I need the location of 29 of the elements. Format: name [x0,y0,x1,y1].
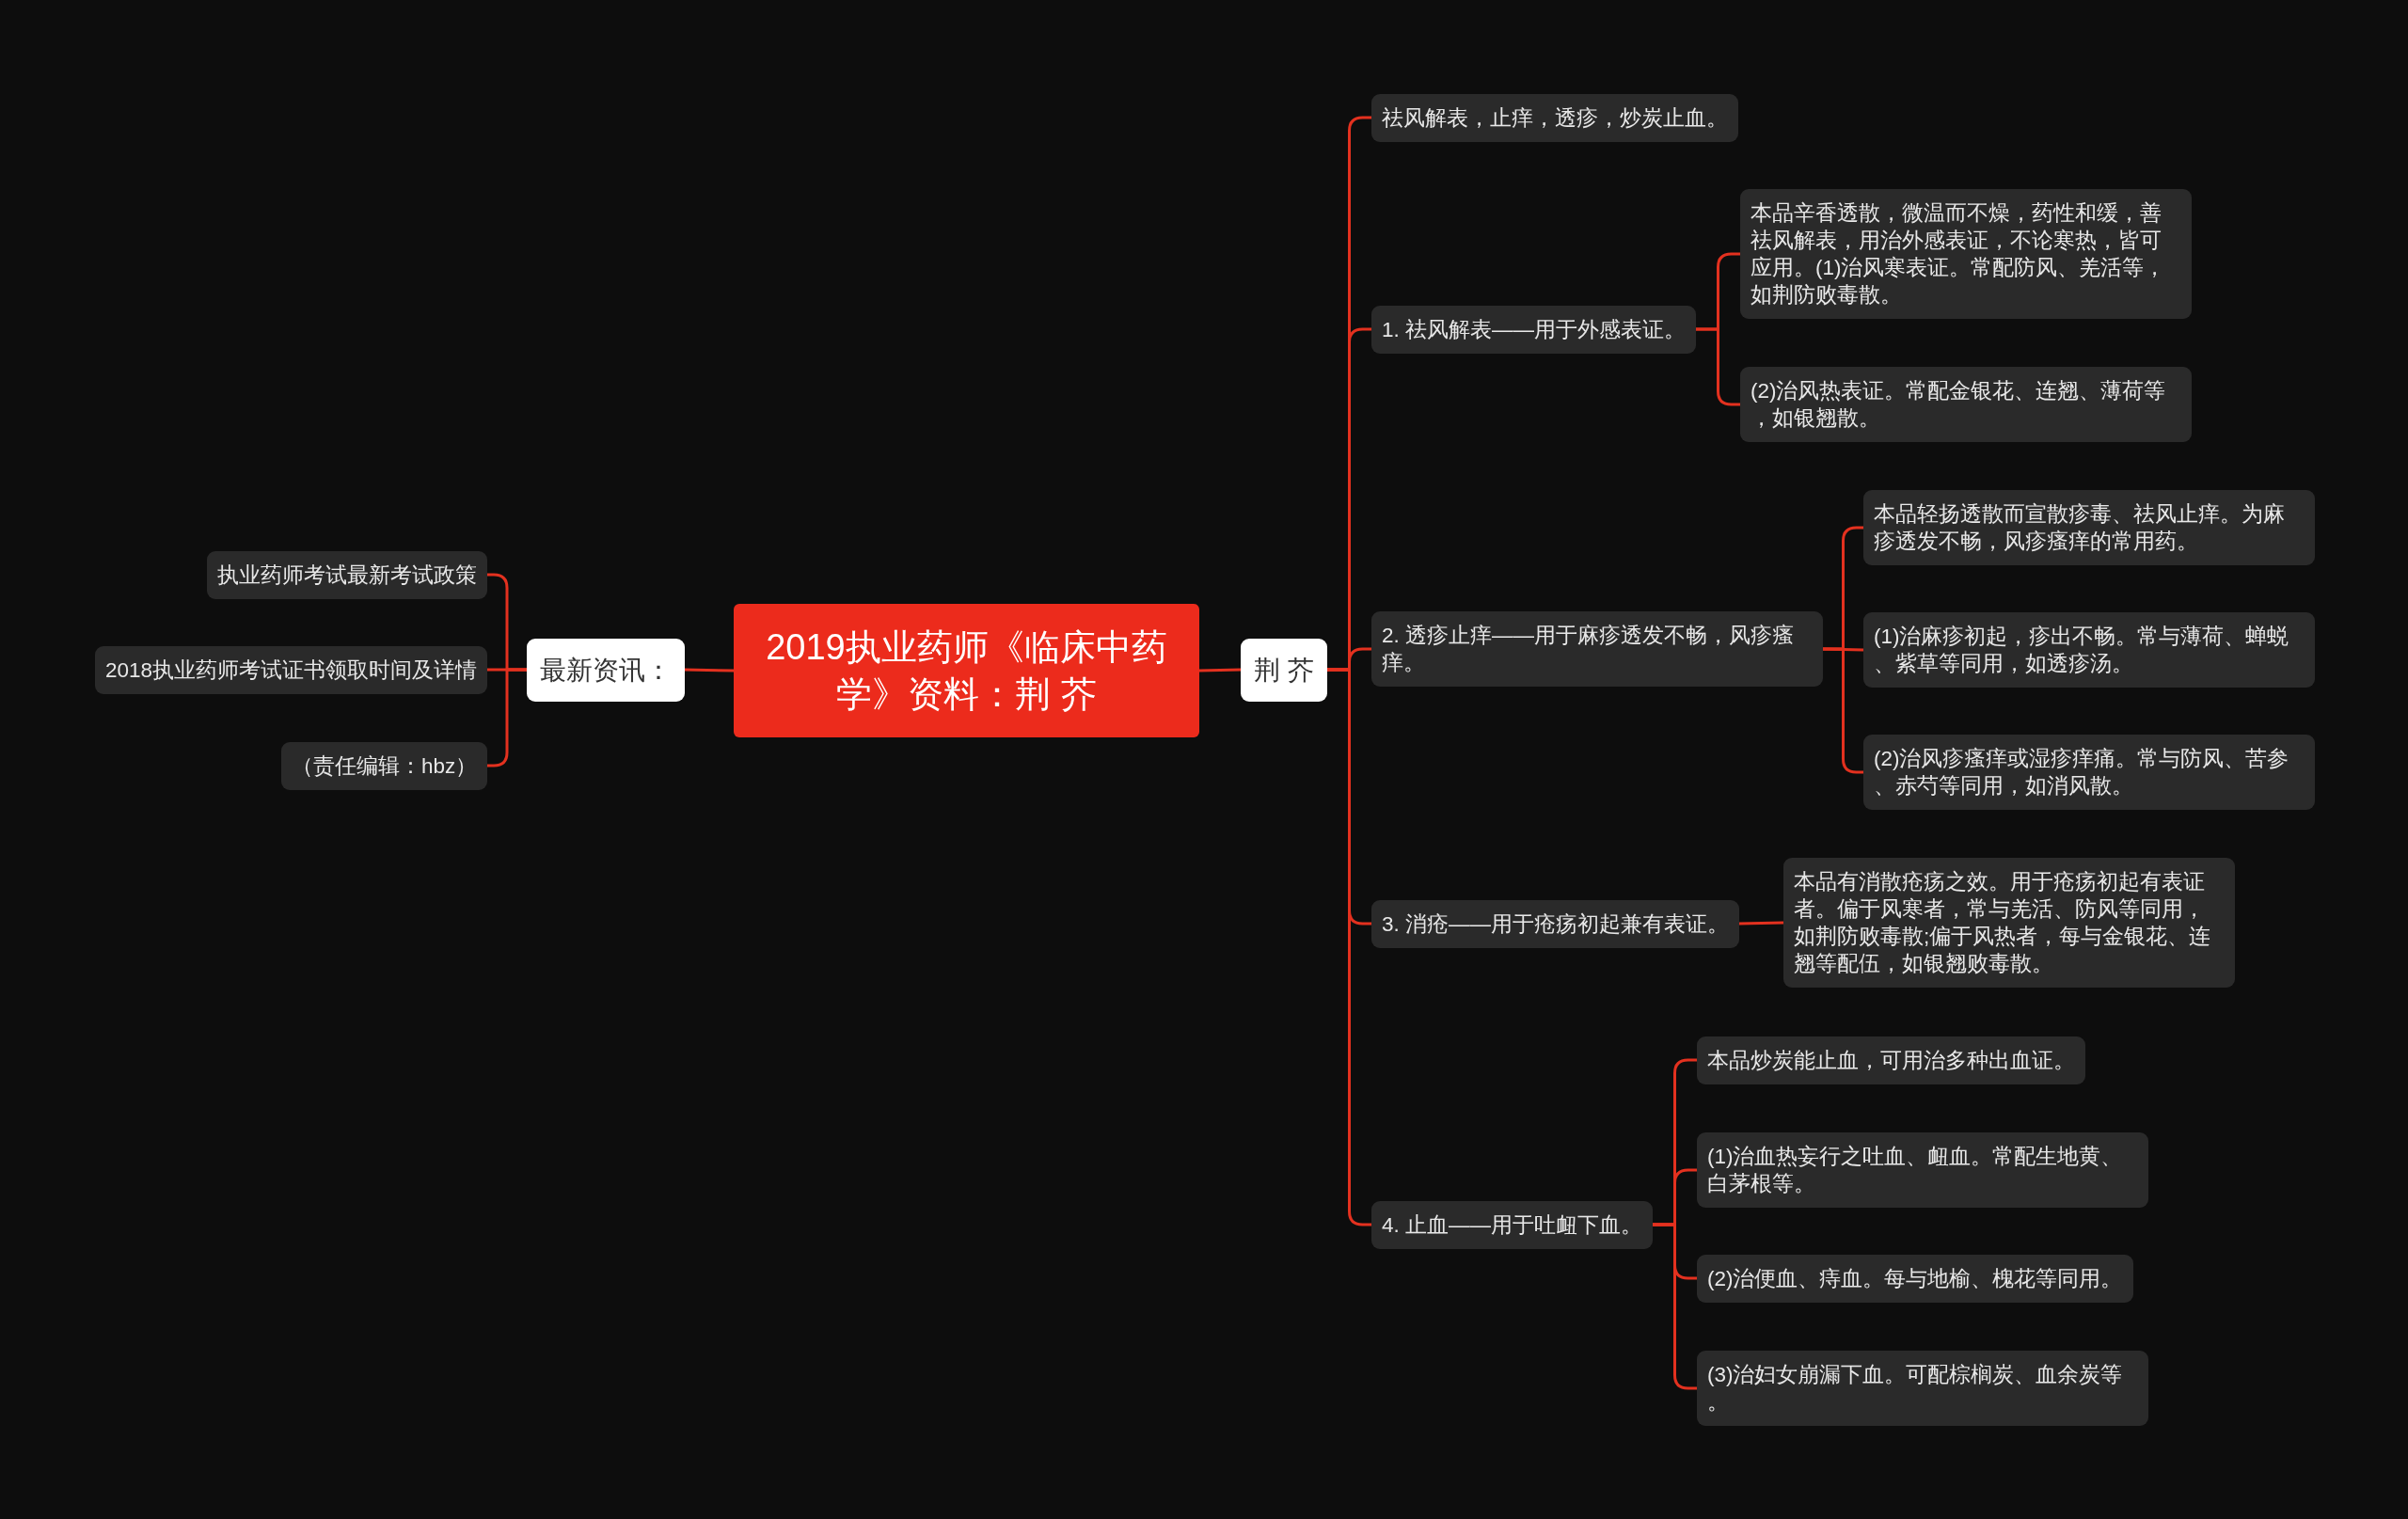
central-topic: 2019执业药师《临床中药学》资料：荆 芥 [734,604,1199,737]
branch-topic: 荆 芥 [1241,638,1327,702]
connector-line [1653,1223,1697,1390]
subtopic-box: 执业药师考试最新考试政策 [207,550,487,599]
subtopic-box: 1. 祛风解表——用于外感表证。 [1371,305,1697,354]
branch-topic: 最新资讯： [527,638,685,702]
note-box: 本品轻扬透散而宣散疹毒、祛风止痒。为麻疹透发不畅，风疹瘙痒的常用药。 [1863,490,2315,565]
connector-line [487,668,527,767]
note-box: 本品辛香透散，微温而不燥，药性和缓，善祛风解表，用治外感表证，不论寒热，皆可应用。(1)治风寒表证。常配防风、羌活等，如荆防败毒散。 [1740,189,2192,319]
subtopic-box: 2. 透疹止痒——用于麻疹透发不畅，风疹瘙痒。 [1371,611,1823,687]
subtopic-box: 3. 消疮——用于疮疡初起兼有表证。 [1371,899,1740,948]
note-box: (1)治麻疹初起，疹出不畅。常与薄荷、蝉蜕、紫草等同用，如透疹汤。 [1863,612,2315,688]
connector-line [1738,921,1784,926]
subtopic-box: 4. 止血——用于吐衄下血。 [1371,1200,1654,1249]
connector-line [1696,327,1740,406]
subtopic-box: 祛风解表，止痒，透疹，炒炭止血。 [1371,93,1738,142]
connector-line [684,668,735,672]
note-box: 本品有消散疮疡之效。用于疮疡初起有表证者。偏于风寒者，常与羌活、防风等同用，如荆防败毒散;偏于风热者，每与金银花、连翘等配伍，如银翘败毒散。 [1783,858,2235,988]
note-box: 本品炒炭能止血，可用治多种出血证。 [1697,1036,2085,1084]
connector-line [1198,668,1242,672]
note-box: (2)治风疹瘙痒或湿疹痒痛。常与防风、苦参、赤芍等同用，如消风散。 [1863,735,2315,810]
note-box: (1)治血热妄行之吐血、衄血。常配生地黄、白茅根等。 [1697,1132,2148,1208]
note-box: (2)治风热表证。常配金银花、连翘、薄荷等，如银翘散。 [1740,367,2192,442]
subtopic-box: （责任编辑：hbz） [281,741,488,790]
note-box: (2)治便血、痔血。每与地榆、槐花等同用。 [1697,1254,2133,1303]
connector-line [1823,647,1863,774]
connector-line [1327,668,1371,1226]
note-box: (3)治妇女崩漏下血。可配棕榈炭、血余炭等。 [1697,1351,2148,1426]
subtopic-box: 2018执业药师考试证书领取时间及详情 [95,645,488,694]
